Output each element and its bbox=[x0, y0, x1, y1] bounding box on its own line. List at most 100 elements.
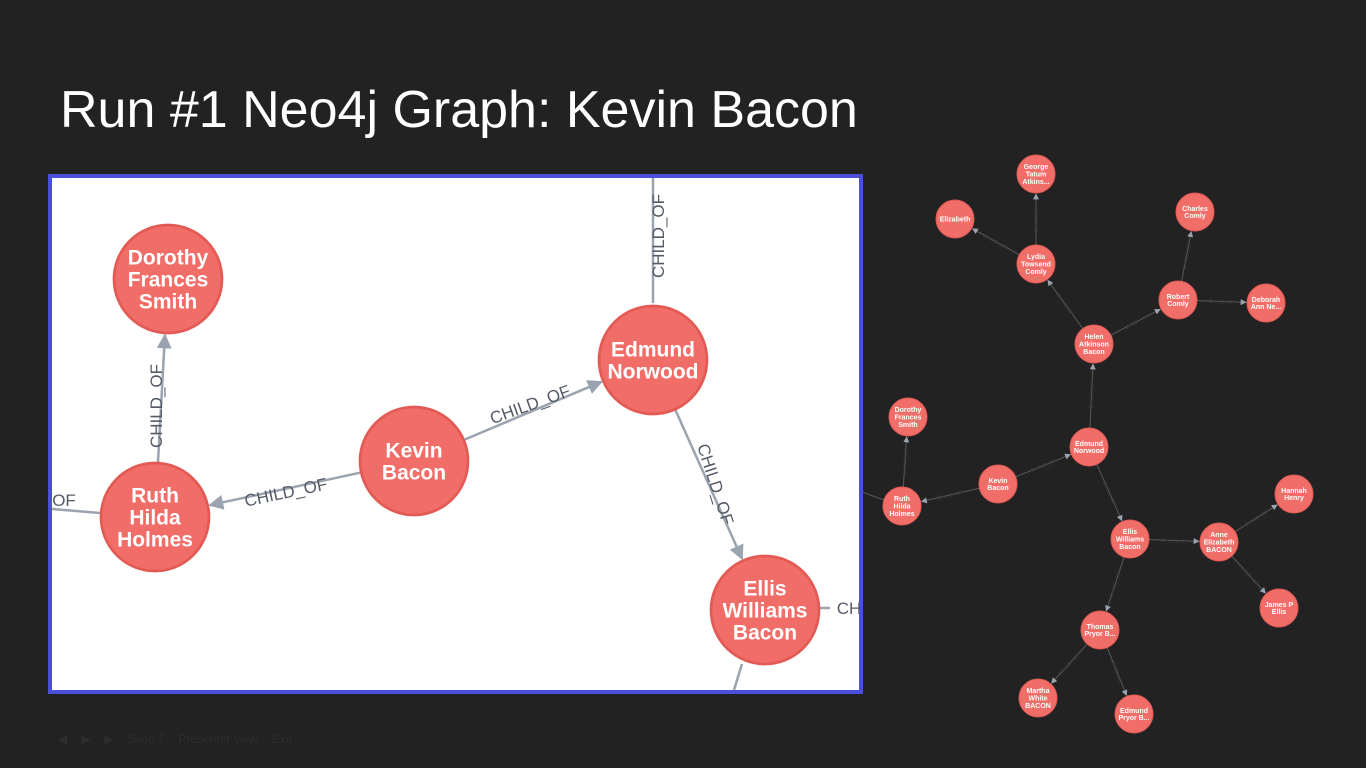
node-george[interactable]: GeorgeTatumAtkins... bbox=[1016, 154, 1056, 194]
node-label: Dorothy bbox=[895, 407, 922, 414]
node-label: Ruth bbox=[894, 496, 910, 503]
edge-label: CHILD_OF bbox=[1109, 570, 1123, 598]
node-label: George bbox=[1024, 164, 1049, 171]
relationship-edge bbox=[1231, 555, 1266, 594]
node-label: Tatum bbox=[1026, 171, 1046, 178]
presenter-view-button[interactable]: Presenter view bbox=[178, 732, 258, 746]
relationship-edge bbox=[1105, 556, 1125, 612]
node-label: Helen bbox=[1084, 334, 1103, 341]
node-label: Lydia bbox=[1027, 254, 1045, 261]
node-label: Towsend bbox=[1021, 261, 1051, 268]
play-icon[interactable]: ▶ bbox=[81, 732, 91, 746]
node-label: Kevin bbox=[385, 439, 442, 462]
full-graph-canvas: CHILD_OF CHILD_OF CHILD_OF CHILD_OF CHILD_OF… bbox=[862, 154, 1314, 734]
presenter-toolbar: ◀ ▶ ▶ Slide 7 Presenter view Exit bbox=[58, 732, 292, 746]
edge-label: CHILD_OF bbox=[1089, 381, 1096, 409]
node-label: Holmes bbox=[117, 528, 193, 551]
node-label: Williams bbox=[722, 599, 807, 622]
node-label: Bacon bbox=[382, 461, 446, 484]
node-label: Martha bbox=[1027, 688, 1050, 695]
node-label: Hannah bbox=[1281, 488, 1307, 495]
slide-indicator[interactable]: Slide 7 bbox=[127, 732, 165, 746]
node-label: Pryor B... bbox=[1084, 631, 1115, 638]
edge-label: CHILD_OF bbox=[487, 382, 573, 429]
edge-label: CHILD_OF bbox=[936, 490, 964, 502]
node-label: Dorothy bbox=[128, 246, 209, 269]
node-label: BACON bbox=[1025, 703, 1051, 710]
next-icon[interactable]: ▶ bbox=[104, 732, 114, 746]
relationship-edge bbox=[1234, 504, 1278, 533]
node-label: Ann Ne... bbox=[1251, 304, 1281, 311]
node-label: White bbox=[1028, 695, 1047, 702]
node-label: Ellis bbox=[1272, 609, 1287, 616]
node-label: Norwood bbox=[608, 360, 699, 383]
relationship-edge bbox=[1096, 464, 1123, 522]
relationship-edge bbox=[1051, 643, 1088, 684]
edge-label: CHILD_OF bbox=[1208, 299, 1236, 306]
node-label: Henry bbox=[1284, 495, 1304, 502]
node-label: Ruth bbox=[131, 484, 179, 507]
full-graph-panel: CHILD_OF CHILD_OF CHILD_OF CHILD_OF CHILD_OF… bbox=[862, 148, 1352, 748]
node-label: Anne bbox=[1210, 532, 1228, 539]
node-label: Edmund bbox=[1120, 708, 1148, 715]
zoomed-graph-canvas: CHILD_OFCHILD_OFCHILD_OFCHILD_OFCHILD_OF… bbox=[52, 178, 859, 690]
node-label: Frances bbox=[895, 414, 922, 421]
slide-title: Run #1 Neo4j Graph: Kevin Bacon bbox=[60, 81, 858, 139]
node-label: Kevin bbox=[988, 478, 1007, 485]
edge-label: CHILD_OF bbox=[1182, 242, 1193, 270]
edge-label: OF bbox=[52, 491, 76, 510]
node-label: James P bbox=[1265, 602, 1294, 609]
node-label: Smith bbox=[139, 290, 197, 313]
edge-label: CHILD_OF bbox=[1054, 292, 1075, 318]
node-label: Atkins... bbox=[1022, 179, 1049, 186]
node-label: Pryor B... bbox=[1118, 715, 1149, 722]
node-label: Bacon bbox=[987, 485, 1008, 492]
node-label: Frances bbox=[128, 268, 209, 291]
relationship-edge bbox=[732, 663, 744, 690]
node-label: Ellis bbox=[1123, 529, 1138, 536]
relationship-edge bbox=[156, 333, 172, 464]
node-label: Hilda bbox=[129, 506, 181, 529]
edge-label: CHILD_OF bbox=[902, 447, 910, 475]
relationship-edge bbox=[1089, 363, 1096, 429]
relationship-edge bbox=[1106, 647, 1128, 697]
prev-icon[interactable]: ◀ bbox=[58, 732, 68, 746]
relationship-edge bbox=[862, 491, 885, 501]
node-label: Williams bbox=[1116, 536, 1144, 543]
edge-label: CHILD_OF bbox=[1058, 652, 1081, 677]
node-label: Atkinson bbox=[1079, 341, 1109, 348]
relationship-edge bbox=[971, 228, 1020, 256]
edge-label: CHILD_OF bbox=[1030, 458, 1058, 474]
edge-label: CHILD_OF bbox=[1108, 659, 1124, 687]
edge-label: CHILD_OF bbox=[1100, 480, 1117, 508]
edge-label: CHILD_OF bbox=[243, 475, 329, 511]
edge-label: CH bbox=[837, 599, 859, 618]
relationship-edge bbox=[1110, 308, 1161, 336]
node-label: Thomas bbox=[1087, 624, 1114, 631]
node-elizabeth[interactable]: Elizabeth bbox=[935, 199, 975, 239]
exit-button[interactable]: Exit bbox=[271, 732, 292, 746]
edge-label: CHILD_OF bbox=[1123, 314, 1150, 332]
node-label: Bacon bbox=[1119, 544, 1140, 551]
